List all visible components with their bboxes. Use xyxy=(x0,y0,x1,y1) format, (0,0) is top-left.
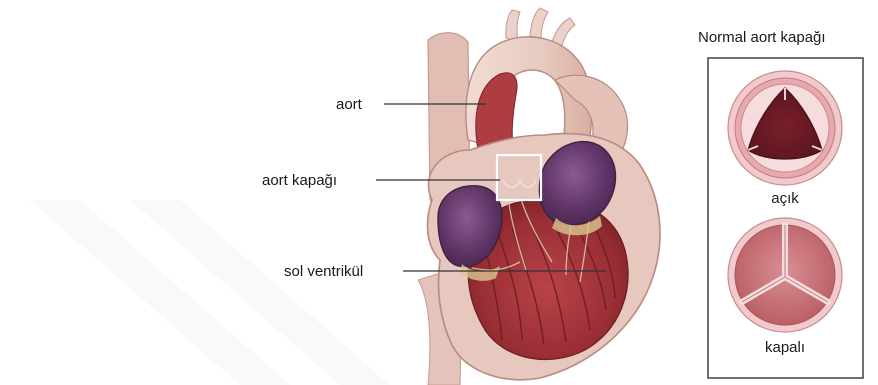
label-left-ventricle-text: sol ventrikül xyxy=(284,263,363,280)
inset-title: Normal aort kapağı xyxy=(698,29,826,46)
valve-inset: Normal aort kapağı açık kapalı xyxy=(698,29,863,378)
arch-branch-2 xyxy=(530,8,548,40)
watermark-stripes xyxy=(30,200,390,385)
valve-open-illustration xyxy=(728,71,842,185)
label-aorta-text: aort xyxy=(336,96,363,113)
valve-open-label: açık xyxy=(771,190,799,207)
heart-illustration xyxy=(418,8,660,385)
valve-closed-illustration xyxy=(728,218,842,332)
label-aortic-valve-text: aort kapağı xyxy=(262,172,337,189)
valve-closed-label: kapalı xyxy=(765,339,805,356)
